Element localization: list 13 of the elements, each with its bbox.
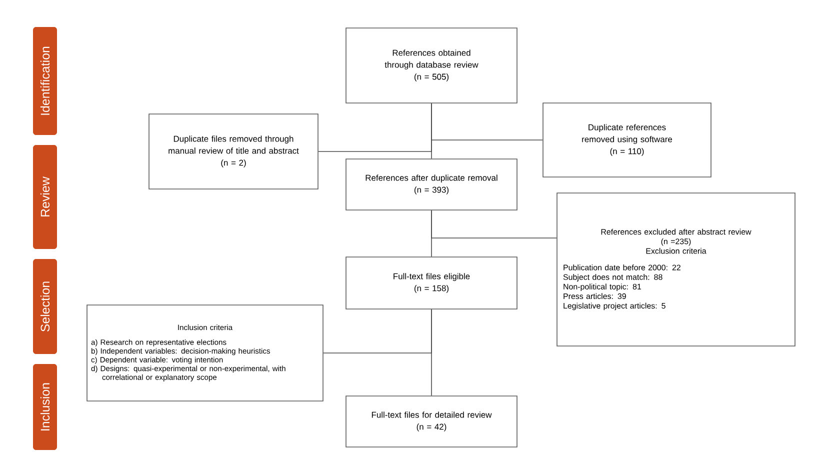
connector-line: [431, 210, 557, 238]
process-box: References after duplicate removal (n = 393): [346, 158, 518, 210]
stage-band: Selection: [33, 259, 57, 354]
process-box: Full-text files eligible (n = 158): [346, 256, 518, 310]
stage-band: Review: [33, 145, 57, 249]
process-box: Full-text files for detailed review (n = 42): [346, 396, 518, 448]
process-box: Duplicate references removed using software (n = 110): [542, 102, 712, 178]
process-box: References obtained through database review (n = 505): [346, 28, 518, 104]
stage-band: Inclusion: [33, 364, 57, 450]
connector-line: [431, 103, 543, 140]
connector-line: [323, 309, 432, 354]
stage-band: Identification: [33, 27, 57, 135]
process-box: Duplicate files removed through manual review of title and abstract (n = 2): [148, 114, 318, 190]
